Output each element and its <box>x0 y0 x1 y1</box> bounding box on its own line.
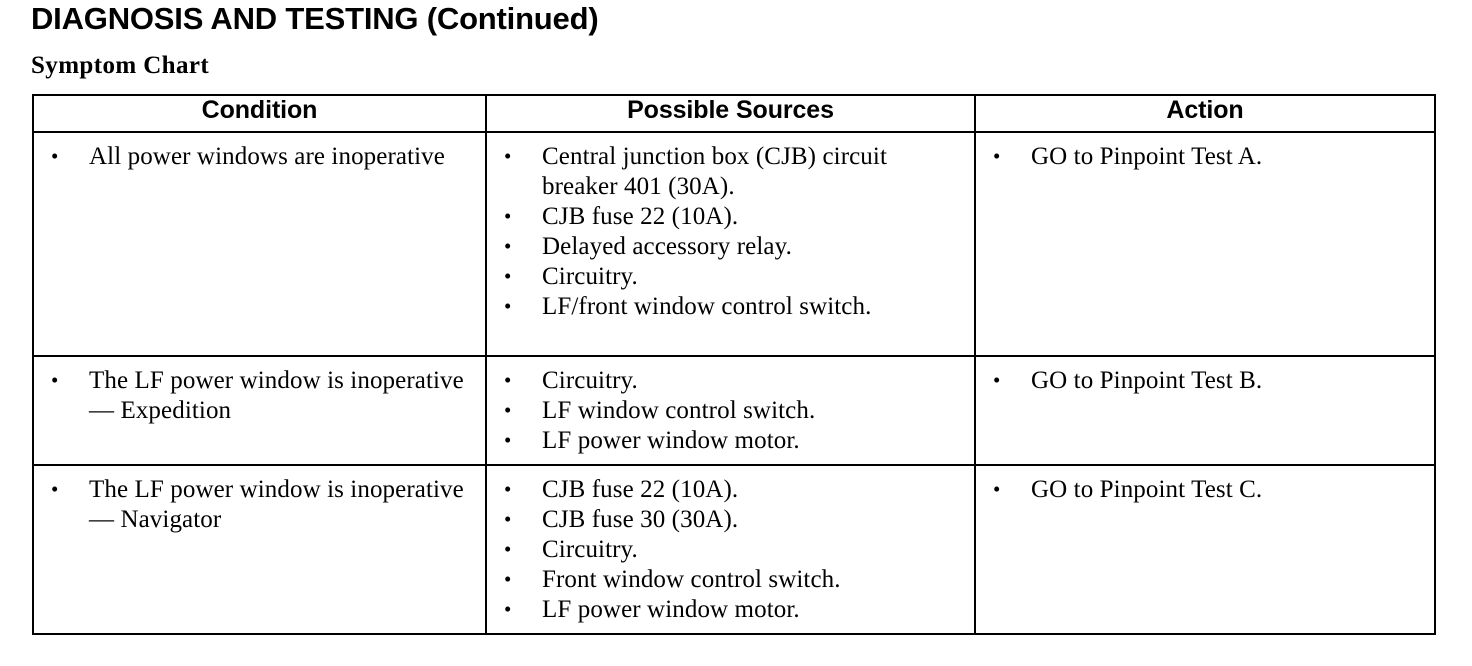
list-item: CJB fuse 30 (30A). <box>501 504 966 535</box>
sources-list: CJB fuse 22 (10A). CJB fuse 30 (30A). Ci… <box>487 466 974 633</box>
column-header-action: Action <box>974 94 1436 133</box>
condition-list: The LF power window is inoperative — Exp… <box>34 357 485 434</box>
list-item: Circuitry. <box>501 261 966 292</box>
cell-action: GO to Pinpoint Test A. <box>974 131 1436 357</box>
section-subtitle: Symptom Chart <box>31 52 210 79</box>
list-item: CJB fuse 22 (10A). <box>501 474 966 505</box>
cell-possible-sources: Circuitry. LF window control switch. LF … <box>485 355 976 466</box>
column-header-condition: Condition <box>32 94 487 133</box>
table-row: The LF power window is inoperative — Exp… <box>32 355 1436 466</box>
list-item: Front window control switch. <box>501 564 966 595</box>
list-item: The LF power window is inoperative — Exp… <box>48 365 477 426</box>
list-item: LF/front window control switch. <box>501 291 966 322</box>
list-item: All power windows are inoperative <box>48 141 477 172</box>
list-item: The LF power window is inoperative — Nav… <box>48 474 477 535</box>
condition-list: The LF power window is inoperative — Nav… <box>34 466 485 543</box>
cell-action: GO to Pinpoint Test C. <box>974 464 1436 635</box>
list-item: Circuitry. <box>501 534 966 565</box>
list-item: Circuitry. <box>501 365 966 396</box>
action-list: GO to Pinpoint Test B. <box>976 357 1434 404</box>
table-row: All power windows are inoperative Centra… <box>32 131 1436 357</box>
list-item: LF window control switch. <box>501 395 966 426</box>
sources-list: Central junction box (CJB) circuit break… <box>487 133 974 330</box>
list-item: GO to Pinpoint Test B. <box>990 365 1426 396</box>
symptom-chart-table: Condition Possible Sources Action All po… <box>32 94 1436 635</box>
list-item: GO to Pinpoint Test A. <box>990 141 1426 172</box>
cell-condition: The LF power window is inoperative — Nav… <box>32 464 487 635</box>
table-header-row: Condition Possible Sources Action <box>32 94 1436 133</box>
column-header-possible-sources: Possible Sources <box>485 94 976 133</box>
sources-list: Circuitry. LF window control switch. LF … <box>487 357 974 464</box>
cell-condition: The LF power window is inoperative — Exp… <box>32 355 487 466</box>
list-item: GO to Pinpoint Test C. <box>990 474 1426 505</box>
list-item: Delayed accessory relay. <box>501 231 966 262</box>
cell-condition: All power windows are inoperative <box>32 131 487 357</box>
cell-possible-sources: Central junction box (CJB) circuit break… <box>485 131 976 357</box>
condition-list: All power windows are inoperative <box>34 133 485 180</box>
cell-possible-sources: CJB fuse 22 (10A). CJB fuse 30 (30A). Ci… <box>485 464 976 635</box>
action-list: GO to Pinpoint Test A. <box>976 133 1434 180</box>
table-row: The LF power window is inoperative — Nav… <box>32 464 1436 635</box>
table-body: All power windows are inoperative Centra… <box>32 131 1436 635</box>
list-item: CJB fuse 22 (10A). <box>501 201 966 232</box>
cell-action: GO to Pinpoint Test B. <box>974 355 1436 466</box>
list-item: Central junction box (CJB) circuit break… <box>501 141 966 202</box>
page-title: DIAGNOSIS AND TESTING (Continued) <box>31 1 599 36</box>
list-item: LF power window motor. <box>501 594 966 625</box>
list-item: LF power window motor. <box>501 425 966 456</box>
table-header: Condition Possible Sources Action <box>32 94 1436 133</box>
action-list: GO to Pinpoint Test C. <box>976 466 1434 513</box>
